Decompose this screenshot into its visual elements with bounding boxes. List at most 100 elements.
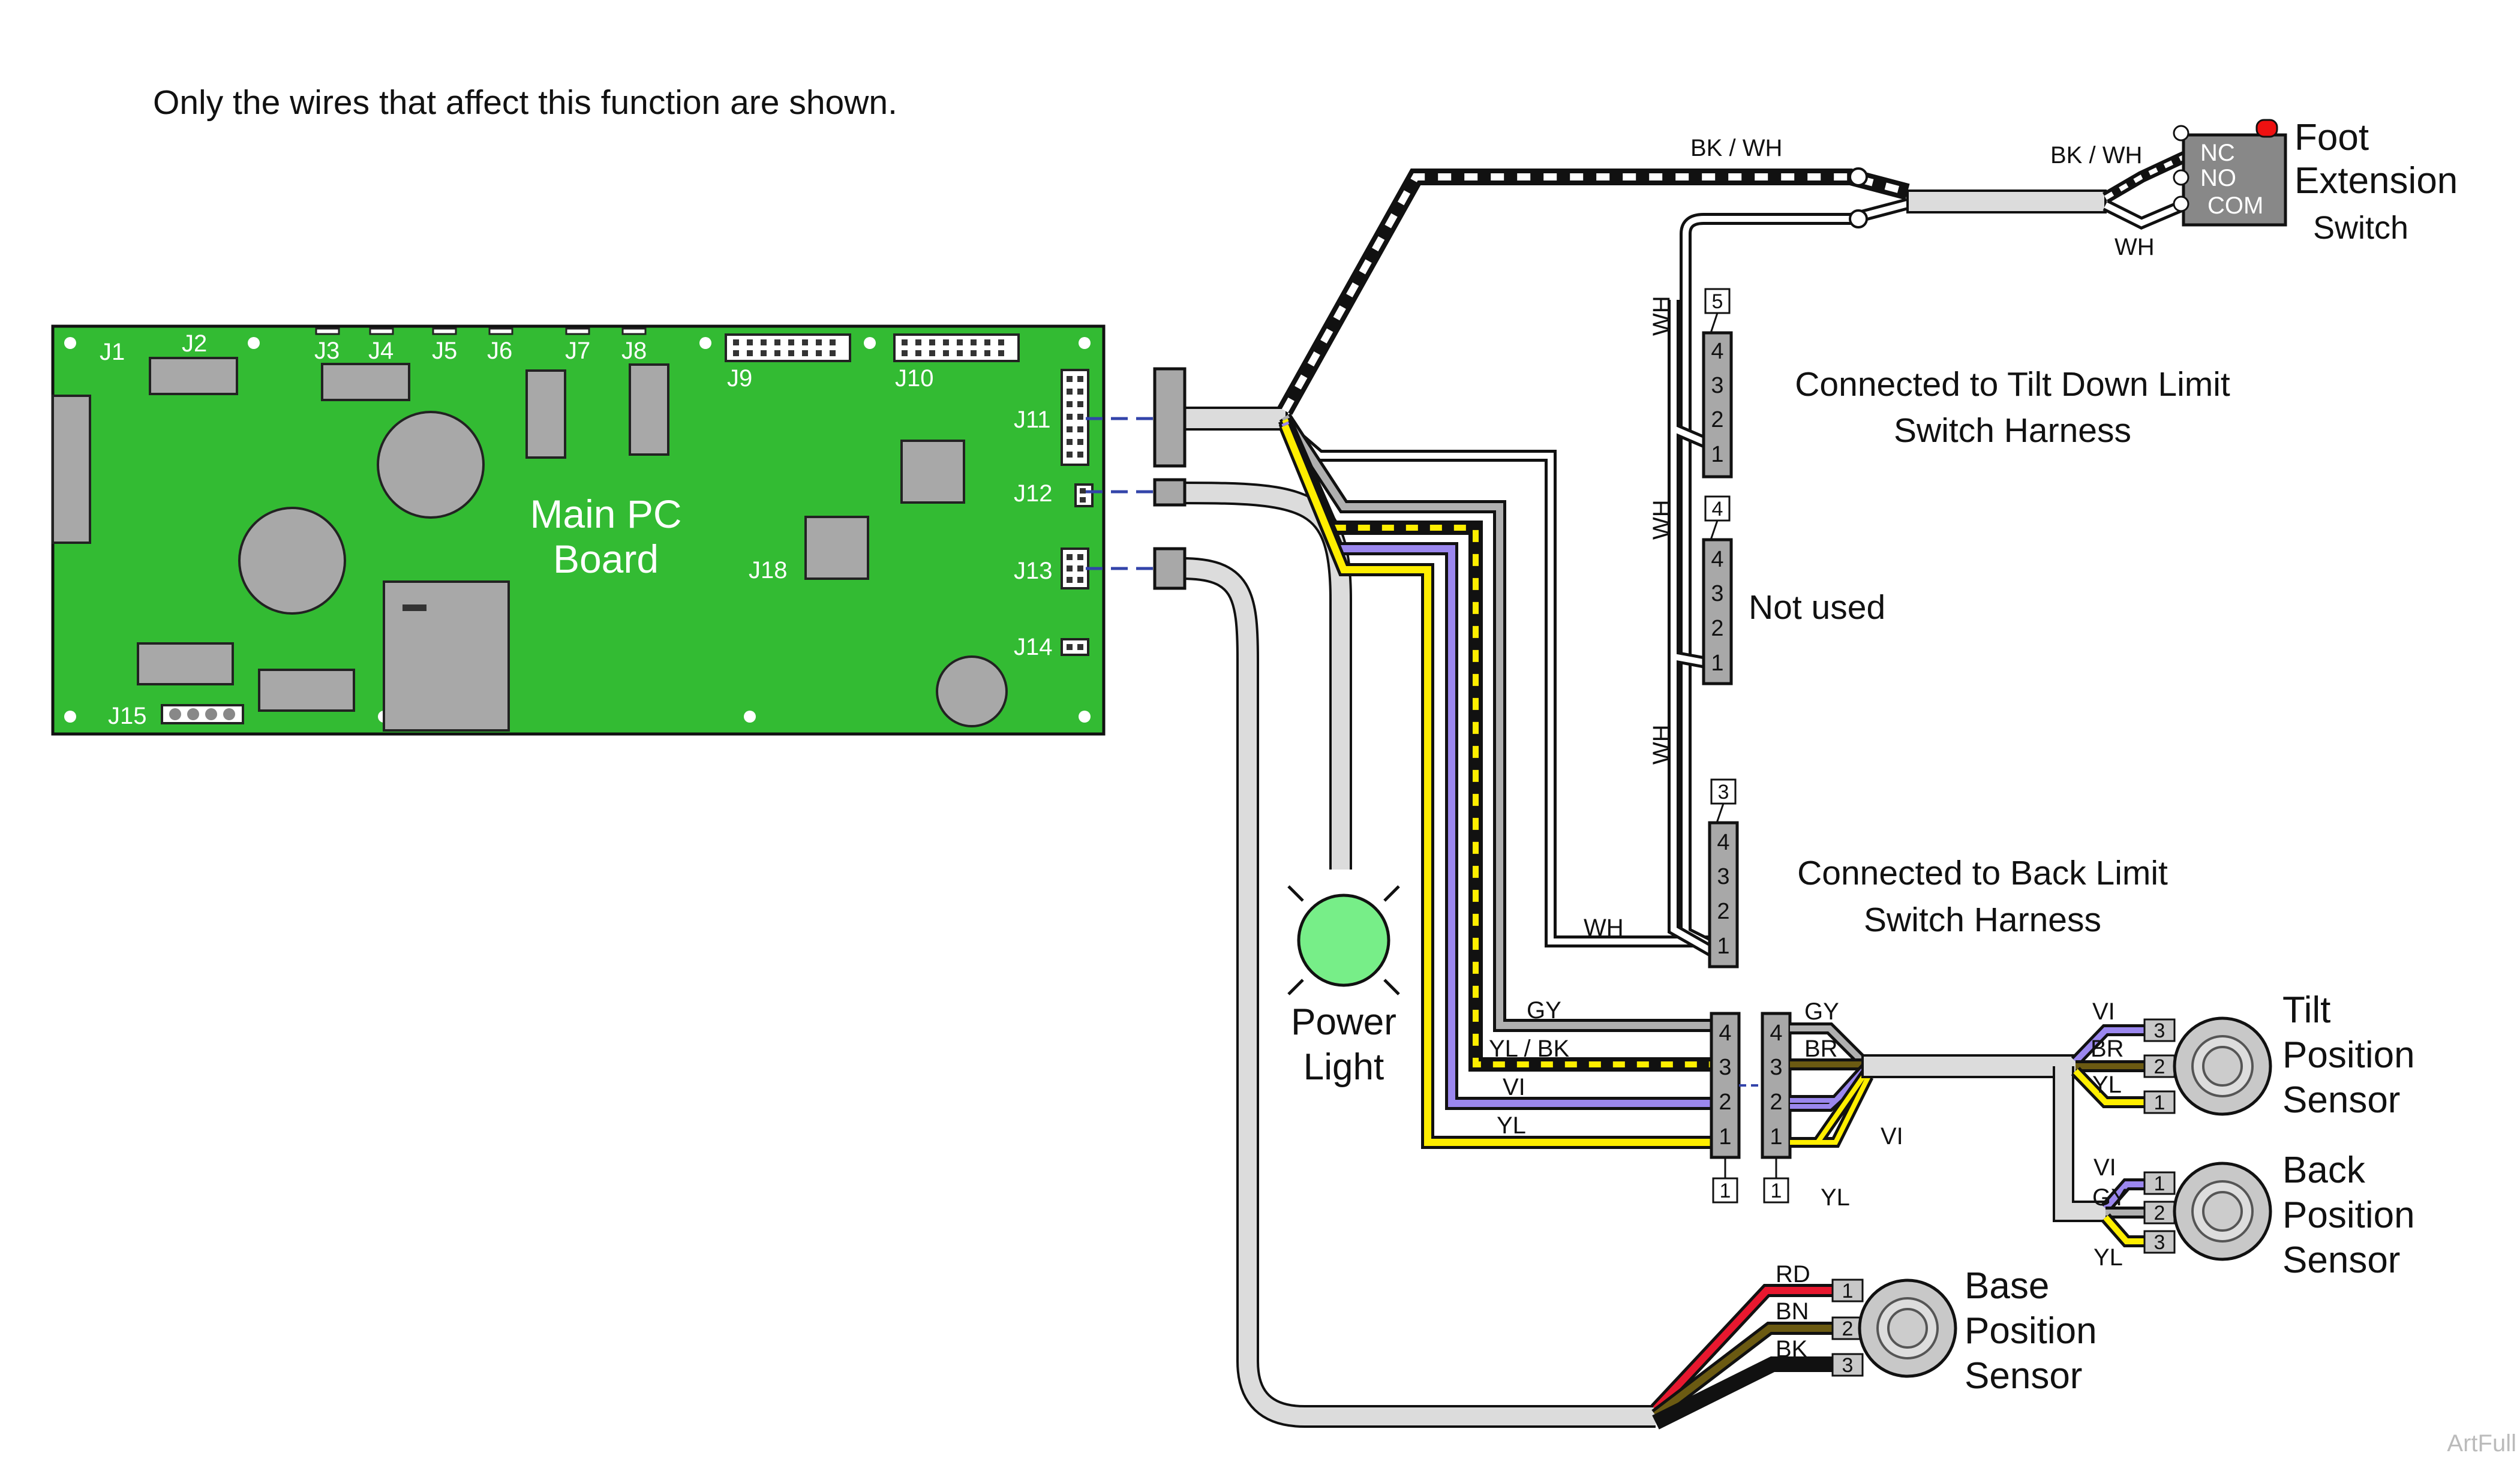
harness-label: Connected to Back Limit bbox=[1797, 854, 2168, 892]
svg-text:2: 2 bbox=[2154, 1055, 2165, 1078]
wire-label: YL bbox=[1497, 1112, 1526, 1139]
main-harness-sheath bbox=[1178, 407, 1288, 431]
power-light-harness bbox=[1181, 482, 1352, 870]
board-title: Board bbox=[553, 537, 659, 581]
mid-connector-right: 4 3 2 1 1 bbox=[1761, 1012, 1792, 1204]
back-position-sensor: 1 2 3 bbox=[2143, 1162, 2272, 1261]
svg-text:1: 1 bbox=[1842, 1280, 1854, 1302]
base-position-sensor: 1 2 3 bbox=[1831, 1279, 1957, 1378]
j1-connector bbox=[52, 395, 91, 544]
svg-text:1: 1 bbox=[1770, 1124, 1782, 1150]
svg-text:4: 4 bbox=[1712, 498, 1723, 521]
connector-label: J9 bbox=[727, 365, 752, 392]
foot-switch: NC NO COM bbox=[2173, 119, 2287, 227]
power-light bbox=[1287, 885, 1400, 995]
base-sensor-harness bbox=[1181, 557, 1656, 1428]
foot-switch-harness bbox=[1906, 150, 2189, 230]
sensor-title: Sensor bbox=[2282, 1079, 2400, 1121]
wire-label: YL bbox=[2094, 1244, 2123, 1271]
svg-text:3: 3 bbox=[1770, 1055, 1782, 1080]
j2-component bbox=[149, 357, 238, 395]
wire-label: VI bbox=[2092, 998, 2115, 1025]
connector-label: J10 bbox=[895, 365, 934, 392]
svg-text:3: 3 bbox=[1719, 1055, 1731, 1080]
svg-text:1: 1 bbox=[1720, 1180, 1731, 1202]
connector-label: J7 bbox=[565, 338, 590, 364]
svg-text:1: 1 bbox=[1711, 442, 1723, 467]
main-pc-board: J1 J2 J3 J4 J5 J6 J7 J8 J9 J10 J11 J12 J… bbox=[51, 324, 1106, 736]
connector-label: J2 bbox=[182, 330, 207, 357]
switch-terminal-no: NO bbox=[2200, 165, 2236, 191]
wire-label: WH bbox=[1584, 914, 1624, 941]
sensor-title: Position bbox=[1965, 1310, 2097, 1352]
svg-text:3: 3 bbox=[2154, 1231, 2165, 1254]
sensor-harness bbox=[1861, 1054, 2111, 1222]
svg-text:3: 3 bbox=[1711, 581, 1723, 606]
base-sensor-wires bbox=[1650, 1284, 1836, 1430]
harness-label: Not used bbox=[1749, 588, 1885, 627]
wire-label: BK / WH bbox=[1690, 135, 1782, 161]
svg-text:5: 5 bbox=[1712, 290, 1723, 313]
power-light-label: Power bbox=[1291, 1001, 1396, 1043]
connector-label: J14 bbox=[1014, 634, 1053, 660]
svg-text:4: 4 bbox=[1711, 339, 1723, 364]
wire-label: BR bbox=[2091, 1036, 2124, 1062]
harness-label: Switch Harness bbox=[1894, 411, 2131, 450]
connector-label: J4 bbox=[368, 338, 394, 364]
svg-text:2: 2 bbox=[1719, 1090, 1731, 1115]
svg-text:2: 2 bbox=[1711, 616, 1723, 641]
diagram-note: Only the wires that affect this function… bbox=[153, 83, 897, 122]
mid-connector-left: 4 3 2 1 1 bbox=[1710, 1012, 1741, 1204]
svg-text:2: 2 bbox=[1717, 899, 1729, 924]
wire-label: VI bbox=[1503, 1074, 1525, 1100]
j11-plug bbox=[1153, 367, 1187, 468]
wire-label: GY bbox=[2092, 1184, 2127, 1211]
foot-switch-title: Foot bbox=[2294, 117, 2369, 158]
j12-plug bbox=[1153, 478, 1187, 507]
foot-switch-title: Extension bbox=[2294, 160, 2458, 201]
wire-label: WH bbox=[1648, 296, 1675, 336]
wire-label: YL bbox=[2092, 1072, 2122, 1098]
svg-text:4: 4 bbox=[1711, 547, 1723, 572]
connector-label: J1 bbox=[100, 339, 125, 365]
wire-bk-wh bbox=[1277, 169, 1910, 415]
foot-switch-title: Switch bbox=[2313, 210, 2408, 246]
connector-label: J18 bbox=[749, 557, 788, 583]
wire-label: WH bbox=[2114, 234, 2155, 260]
wire-label: BK / WH bbox=[2050, 142, 2142, 169]
wire-wh-chain bbox=[1668, 300, 1719, 959]
svg-text:1: 1 bbox=[1717, 934, 1729, 959]
sensor-title: Base bbox=[1965, 1265, 2049, 1307]
svg-text:3: 3 bbox=[1711, 373, 1723, 398]
wire-yl bbox=[1278, 423, 1716, 1149]
tilt-position-sensor: 3 2 1 bbox=[2143, 1016, 2272, 1116]
wire-label: VI bbox=[2094, 1154, 2116, 1181]
power-light-label: Light bbox=[1303, 1046, 1384, 1088]
wire-wh-top bbox=[1680, 198, 1909, 678]
wire-label: RD bbox=[1776, 1261, 1810, 1287]
wire-label: YL / BK bbox=[1489, 1036, 1569, 1062]
wire-label: GY bbox=[1804, 998, 1839, 1025]
sensor-title: Back bbox=[2282, 1150, 2366, 1191]
svg-text:1: 1 bbox=[1719, 1124, 1731, 1150]
svg-text:1: 1 bbox=[2154, 1172, 2165, 1195]
svg-text:4: 4 bbox=[1717, 830, 1729, 855]
svg-text:3: 3 bbox=[1842, 1354, 1854, 1377]
wire-label: GY bbox=[1527, 997, 1561, 1024]
svg-text:4: 4 bbox=[1719, 1021, 1731, 1046]
connector-label: J5 bbox=[432, 338, 457, 364]
back-sensor-wires bbox=[2101, 1178, 2147, 1247]
harness-label: Connected to Tilt Down Limit bbox=[1795, 365, 2230, 404]
wire-label: BN bbox=[1776, 1298, 1809, 1325]
sensor-title: Position bbox=[2282, 1034, 2415, 1076]
sensor-title: Tilt bbox=[2282, 989, 2330, 1031]
harness-connector-3: 3 4 3 2 1 bbox=[1708, 778, 1739, 968]
sensor-title: Sensor bbox=[1965, 1355, 2082, 1397]
connector-label: J11 bbox=[1014, 407, 1051, 433]
svg-text:3: 3 bbox=[1718, 781, 1729, 804]
svg-text:1: 1 bbox=[1771, 1180, 1782, 1202]
wire-label: BK bbox=[1776, 1336, 1808, 1362]
wire-label: WH bbox=[1648, 500, 1675, 540]
svg-text:2: 2 bbox=[2154, 1202, 2165, 1225]
svg-text:4: 4 bbox=[1770, 1021, 1782, 1046]
